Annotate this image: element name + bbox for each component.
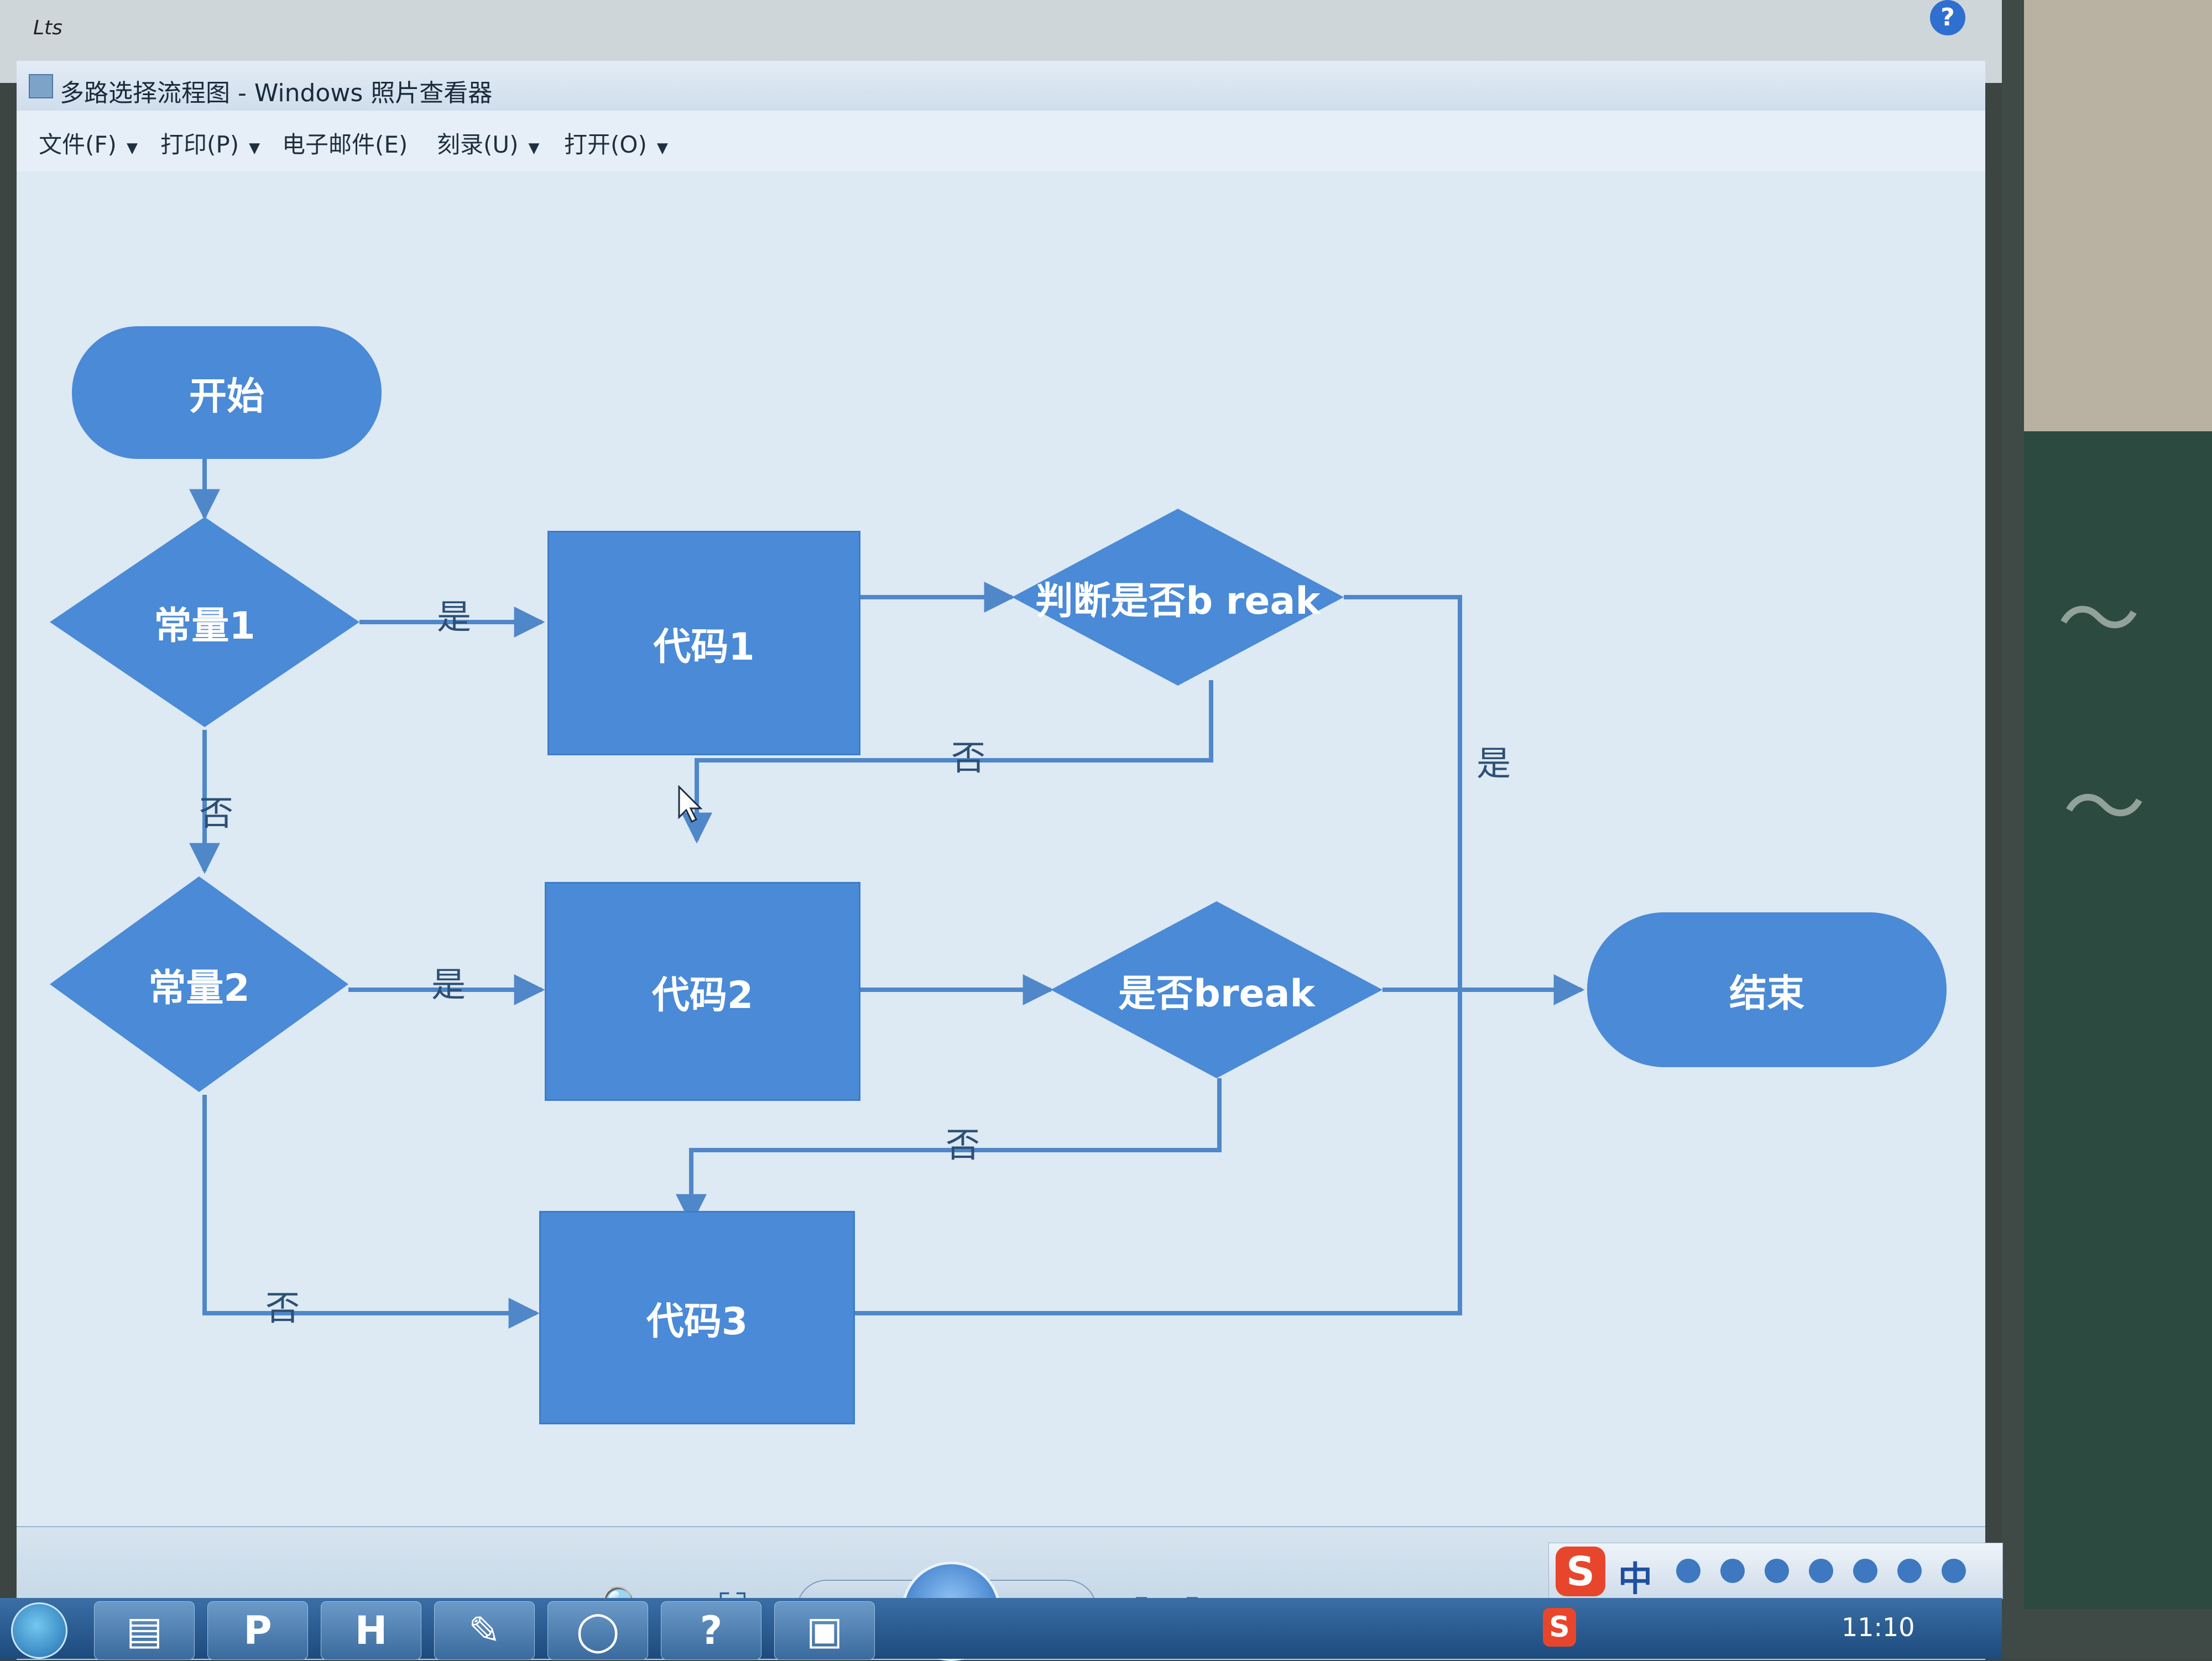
window-title: 多路选择流程图 - Windows 照片查看器 [60, 79, 493, 107]
sogou-logo-icon[interactable]: S [1556, 1547, 1605, 1596]
diamond-shape [1051, 901, 1383, 1078]
taskbar-app-notes[interactable]: ✎ [434, 1601, 535, 1660]
explorer-icon: ▤ [126, 1608, 163, 1653]
menu-burn-label: 刻录(U) [437, 131, 519, 158]
chalk-scribble: 〜 [2063, 760, 2146, 856]
edge-check1-no [681, 680, 1213, 844]
skin-icon[interactable] [1897, 1559, 1922, 1583]
start-button[interactable] [11, 1602, 67, 1659]
edge-label-const2-no: 否 [265, 1288, 300, 1328]
powerpoint-icon: P [243, 1608, 272, 1653]
taskbar-app-explorer[interactable]: ▤ [94, 1601, 195, 1660]
flow-decision-const2: 常量2 [50, 876, 348, 1092]
taskbar-app-powerpoint[interactable]: P [207, 1601, 308, 1660]
dropdown-arrow-icon: ▼ [126, 140, 138, 156]
diamond-shape [50, 517, 359, 727]
decision-label: 常量1 [154, 604, 255, 648]
edge-label-const1-no: 否 [199, 793, 234, 833]
edge-label-const2-yes: 是 [431, 964, 466, 1005]
dropdown-arrow-icon: ▼ [249, 140, 260, 156]
edge-label-check1-no: 否 [951, 738, 986, 778]
taskbar: ▤ P H ✎ ◯ ? ▣ S 11:10 [0, 1598, 2002, 1660]
decision-label: 是否break [1118, 971, 1315, 1016]
taskbar-app-browser[interactable]: ◯ [547, 1601, 648, 1660]
chalk-scribble: 〜 [2057, 572, 2141, 668]
dropdown-arrow-icon: ▼ [656, 140, 668, 156]
flow-process-code1: 代码1 [547, 531, 860, 755]
tray-sogou-icon[interactable]: S [1543, 1608, 1576, 1647]
edge-const2-no [202, 1095, 540, 1329]
help-icon: ? [700, 1608, 723, 1653]
user-icon[interactable] [1853, 1559, 1877, 1583]
classroom-wall [2024, 0, 2212, 431]
flowchart-connectors [189, 442, 1585, 1329]
menu-bar: 文件(F) ▼ 打印(P) ▼ 电子邮件(E) 刻录(U) ▼ 打开(O) ▼ [17, 111, 1985, 172]
mouse-cursor-icon [678, 785, 703, 823]
photo-viewer-window: 多路选择流程图 - Windows 照片查看器 文件(F) ▼ 打印(P) ▼ 电子… [17, 61, 1985, 1661]
image-canvas: 开始 常量1 代码1 判断是否b reak 常量2 代码2 是否break 结束… [17, 171, 1985, 1526]
flow-end: 结束 [1587, 912, 1947, 1067]
menu-open[interactable]: 打开(O) ▼ [564, 126, 668, 160]
flow-decision-check-break1: 判断是否b reak [1012, 509, 1344, 686]
edge-check1-yes [1344, 595, 1462, 990]
menu-print-label: 打印(P) [160, 131, 239, 158]
taskbar-app-wps[interactable]: H [321, 1601, 421, 1660]
wps-icon: H [354, 1608, 388, 1653]
flow-start: 开始 [72, 326, 382, 459]
diamond-shape [1012, 509, 1344, 686]
taskbar-app-photo-viewer[interactable]: ▣ [774, 1601, 875, 1660]
keyboard-icon[interactable] [1809, 1559, 1833, 1583]
emoji-icon[interactable] [1720, 1559, 1745, 1583]
chalkboard: 〜 〜 [2024, 431, 2212, 1609]
toolbox-icon[interactable] [1942, 1559, 1966, 1583]
flow-process-code3: 代码3 [539, 1211, 855, 1424]
help-icon[interactable]: ? [1930, 0, 1965, 35]
taskbar-app-help[interactable]: ? [661, 1601, 761, 1660]
edge-label-break-yes: 是 [1477, 743, 1511, 784]
flow-process-code2: 代码2 [545, 882, 860, 1101]
edge-label-const1-yes: 是 [437, 597, 472, 637]
punctuation-icon[interactable] [1676, 1559, 1700, 1583]
browser-icon: ◯ [576, 1608, 620, 1653]
menu-file-label: 文件(F) [39, 131, 117, 158]
menu-email-label: 电子邮件(E) [282, 131, 408, 158]
edge-check2-no [676, 1078, 1222, 1225]
dropdown-arrow-icon: ▼ [528, 140, 540, 156]
notes-icon: ✎ [468, 1608, 501, 1653]
flow-decision-check-break2: 是否break [1051, 901, 1383, 1078]
ime-toolbar[interactable]: S 中 [1548, 1543, 2003, 1599]
menu-burn[interactable]: 刻录(U) ▼ [437, 126, 540, 160]
decision-label: 判断是否b reak [1035, 579, 1321, 623]
decision-label: 常量2 [148, 966, 250, 1010]
diamond-shape [50, 876, 348, 1092]
flow-decision-const1: 常量1 [50, 517, 359, 727]
photo-viewer-icon: ▣ [806, 1608, 843, 1653]
menu-print[interactable]: 打印(P) ▼ [160, 126, 260, 160]
menu-email[interactable]: 电子邮件(E) [282, 126, 408, 160]
photo-viewer-icon [29, 74, 53, 98]
clock[interactable]: 11:10 [1841, 1612, 1915, 1642]
microphone-icon[interactable] [1765, 1559, 1789, 1583]
menu-open-label: 打开(O) [564, 131, 647, 158]
edge-code3-to-end [852, 990, 1462, 1315]
ime-mode-toggle[interactable]: 中 [1618, 1559, 1653, 1599]
edge-label-check2-no: 否 [946, 1125, 980, 1165]
app-badge: Lts [33, 17, 62, 39]
title-bar: 多路选择流程图 - Windows 照片查看器 [17, 61, 1985, 111]
menu-file[interactable]: 文件(F) ▼ [39, 126, 138, 160]
